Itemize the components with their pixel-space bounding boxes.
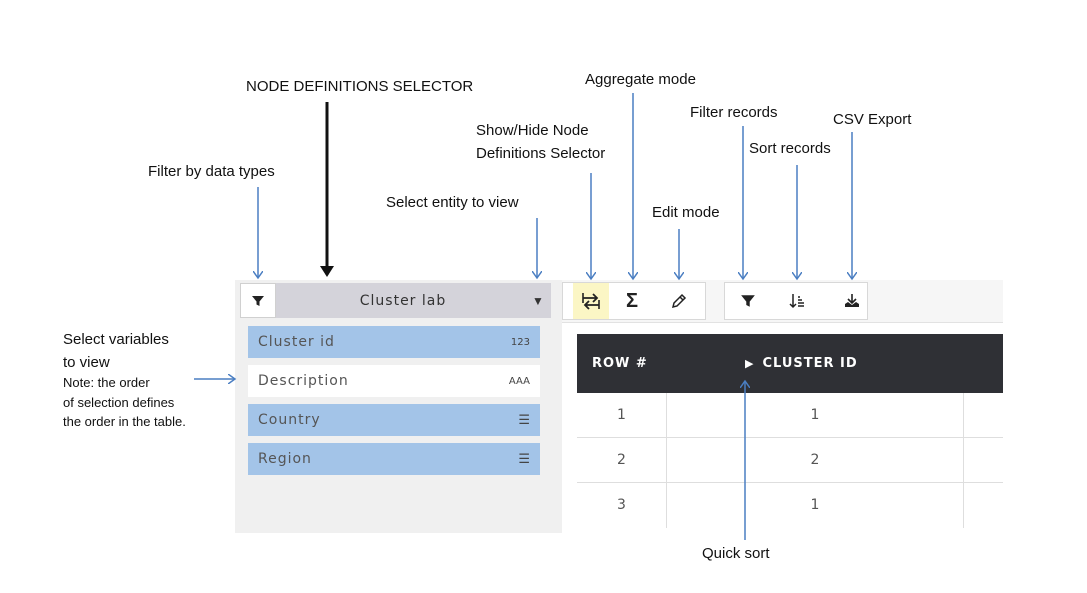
table-cell: 3 [617,497,626,513]
column-divider [666,393,667,528]
table-cell: 1 [617,407,626,423]
swap-arrows-icon [582,293,600,310]
annotation-select-entity: Select entity to view [386,194,519,211]
annotation-sort-records: Sort records [749,140,831,157]
entity-select[interactable]: Cluster lab [359,292,447,309]
annotation-note-line3: the order in the table. [63,414,186,429]
annotation-select-variables-line2: to view [63,354,110,371]
text-type-icon: AAA [508,375,530,387]
variable-name: Region [258,451,312,467]
column-header-row-number[interactable]: ROW # [592,356,648,371]
triangle-down-icon[interactable]: ▼ [532,293,544,308]
node-definitions-selector [240,283,551,318]
table-header [577,334,1003,393]
column-header-label: CLUSTER ID [762,356,858,371]
table-cell: 1 [810,497,820,513]
sort-triangle-icon[interactable]: ▶ [745,357,755,370]
edit-mode-button[interactable] [661,283,697,319]
column-header-cluster-id[interactable]: ▶ CLUSTER ID [745,334,858,393]
annotation-filter-by-data-types: Filter by data types [148,163,275,180]
aggregate-mode-button[interactable]: Σ [614,283,650,319]
funnel-icon [741,295,755,307]
toolbar-group-records [724,282,868,320]
variable-item-description[interactable]: Description AAA [248,365,540,397]
annotation-show-hide-line2: Definitions Selector [476,145,606,162]
variable-item-region[interactable]: Region ☰ [248,443,540,475]
annotation-select-variables-line1: Select variables [63,331,169,348]
show-hide-selector-button[interactable] [573,283,609,319]
csv-export-button[interactable] [834,283,870,319]
sort-icon [789,294,804,309]
funnel-icon [252,295,264,306]
list-icon: ☰ [518,451,530,467]
list-icon: ☰ [518,412,530,428]
annotation-node-definitions-selector: NODE DEFINITIONS SELECTOR [246,78,474,95]
row-divider [577,437,1003,438]
annotation-quick-sort: Quick sort [702,545,770,562]
table-cell: 1 [810,407,820,423]
sigma-icon: Σ [625,289,638,312]
column-divider [963,393,964,528]
annotation-filter-records: Filter records [690,104,778,121]
variable-item-cluster-id[interactable]: Cluster id 123 [248,326,540,358]
filter-by-type-button[interactable] [240,283,276,318]
filter-records-button[interactable] [730,283,766,319]
variable-name: Country [258,412,321,428]
number-type-icon: 123 [510,336,530,348]
sort-records-button[interactable] [779,283,815,319]
variable-name: Description [258,373,349,389]
annotation-edit-mode: Edit mode [652,204,720,221]
annotation-note-line2: of selection defines [63,395,175,410]
download-icon [845,294,859,307]
pencil-icon [671,293,687,309]
variable-item-country[interactable]: Country ☰ [248,404,540,436]
variable-name: Cluster id [258,334,335,350]
annotation-show-hide-line1: Show/Hide Node [476,122,589,139]
table-cell: 2 [617,452,626,468]
annotation-csv-export: CSV Export [833,111,912,128]
table-cell: 2 [810,452,820,468]
annotation-note-line1: Note: the order [63,375,150,390]
row-divider [577,482,1003,483]
annotation-aggregate-mode: Aggregate mode [585,71,696,88]
